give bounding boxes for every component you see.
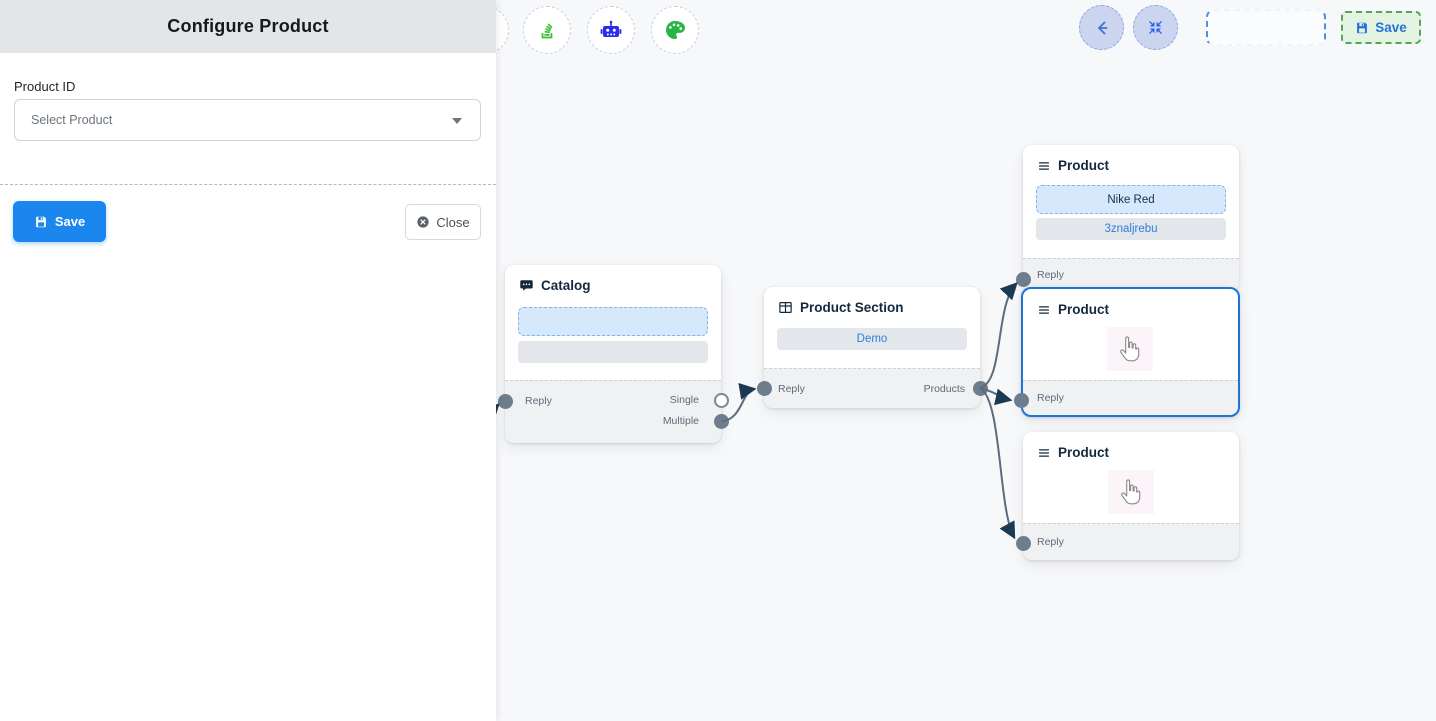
product-node-2[interactable]: Product Reply	[1014, 287, 1240, 417]
product-section-node-header: Product Section	[764, 287, 980, 315]
product-node-1-title: Product	[1058, 158, 1110, 173]
catalog-single-handle[interactable]	[714, 393, 729, 408]
hamburger-icon	[1039, 305, 1049, 314]
product-node-3-header: Product	[1023, 432, 1239, 460]
variant-option[interactable]: 3znaljrebu	[1036, 218, 1226, 240]
layers-icon	[541, 23, 553, 39]
catalog-node-title: Catalog	[541, 278, 591, 293]
hamburger-icon	[1039, 161, 1049, 170]
hand-pointer-icon	[1121, 479, 1141, 505]
product-node-2-reply-handle[interactable]	[1014, 393, 1029, 408]
hand-pointer-icon	[1120, 336, 1140, 362]
product-node-2-header: Product	[1023, 289, 1238, 317]
hamburger-icon	[1039, 448, 1049, 457]
hand-cursor-image	[1108, 470, 1154, 514]
nike-red-option[interactable]: Nike Red	[1036, 185, 1226, 214]
catalog-node-footer: Reply Single Multiple	[505, 380, 721, 443]
chevron-down-icon	[452, 118, 462, 124]
catalog-reply-label: Reply	[525, 395, 552, 407]
product-select[interactable]: Select Product	[14, 99, 481, 141]
product-node-1-reply-label: Reply	[1037, 269, 1064, 281]
close-button-label: Close	[436, 214, 470, 230]
product-node-3-footer: Reply	[1023, 523, 1239, 560]
toolbar-bot-button[interactable]	[587, 6, 635, 54]
edge-section-to-product3	[979, 387, 1016, 540]
product-node-1[interactable]: Product Nike Red 3znaljrebu Reply	[1016, 145, 1239, 291]
product-node-3-reply-label: Reply	[1037, 536, 1064, 548]
chat-bubble-icon	[520, 280, 533, 291]
empty-dashed-button[interactable]	[1206, 9, 1326, 46]
back-arrow-icon	[1097, 21, 1107, 34]
variant-option-label: 3znaljrebu	[1104, 223, 1158, 235]
canvas-save-label: Save	[1375, 20, 1407, 35]
product-node-1-footer: Reply	[1023, 258, 1239, 291]
product-section-reply-handle[interactable]	[757, 381, 772, 396]
save-floppy-icon	[35, 216, 46, 227]
product-section-node-footer: Reply Products	[764, 368, 980, 408]
save-floppy-icon	[1357, 22, 1368, 33]
nike-red-option-label: Nike Red	[1107, 193, 1155, 206]
fit-view-button[interactable]	[1133, 5, 1178, 50]
product-section-reply-label: Reply	[778, 383, 805, 395]
palette-icon	[666, 20, 685, 39]
product-node-1-reply-handle[interactable]	[1016, 272, 1031, 287]
robot-icon	[600, 20, 622, 37]
product-section-node-title: Product Section	[800, 300, 904, 315]
product-section-demo-option[interactable]: Demo	[777, 328, 967, 350]
hand-cursor-image	[1107, 327, 1153, 371]
edge-section-to-product1	[979, 282, 1018, 389]
canvas-save-button[interactable]: Save	[1341, 11, 1421, 44]
catalog-single-label: Single	[669, 394, 699, 406]
catalog-empty-option-2[interactable]	[518, 341, 708, 363]
product-id-label: Product ID	[14, 79, 76, 94]
catalog-empty-option[interactable]	[518, 307, 708, 336]
toolbar-theme-button[interactable]	[651, 6, 699, 54]
configure-product-panel: Configure Product Product ID Select Prod…	[0, 0, 496, 721]
catalog-node-header: Catalog	[505, 265, 721, 293]
toolbar-flows-button[interactable]	[523, 6, 571, 54]
save-button-label: Save	[54, 214, 86, 229]
compress-icon	[1149, 21, 1162, 34]
panel-title: Configure Product	[167, 16, 329, 36]
product-section-products-handle[interactable]	[973, 381, 988, 396]
product-node-3-reply-handle[interactable]	[1016, 536, 1031, 551]
panel-header: Configure Product	[0, 0, 496, 53]
product-node-3[interactable]: Product Reply	[1016, 432, 1239, 560]
product-node-2-footer: Reply	[1023, 380, 1238, 415]
flow-canvas[interactable]: Save Catalog Reply Single Multiple	[496, 0, 1436, 721]
toolbar-partial-button[interactable]	[496, 6, 509, 54]
product-select-placeholder: Select Product	[31, 113, 113, 127]
catalog-reply-handle[interactable]	[498, 394, 513, 409]
back-button[interactable]	[1079, 5, 1124, 50]
product-section-products-label: Products	[923, 383, 965, 395]
save-button[interactable]: Save	[13, 201, 106, 242]
product-node-1-header: Product	[1023, 145, 1239, 173]
product-node-2-reply-label: Reply	[1037, 392, 1064, 404]
table-grid-icon	[779, 302, 792, 313]
separator	[0, 184, 496, 185]
catalog-node[interactable]: Catalog Reply Single Multiple	[498, 265, 729, 443]
demo-option-label: Demo	[856, 333, 888, 345]
product-section-node[interactable]: Product Section Demo Reply Products	[757, 287, 988, 408]
close-circle-icon	[417, 216, 429, 228]
product-node-3-title: Product	[1058, 445, 1110, 460]
edge-incoming-catalog	[496, 403, 500, 422]
product-node-2-title: Product	[1058, 302, 1110, 317]
catalog-multiple-label: Multiple	[662, 415, 699, 427]
close-button[interactable]: Close	[405, 204, 481, 240]
catalog-multiple-handle[interactable]	[714, 414, 729, 429]
